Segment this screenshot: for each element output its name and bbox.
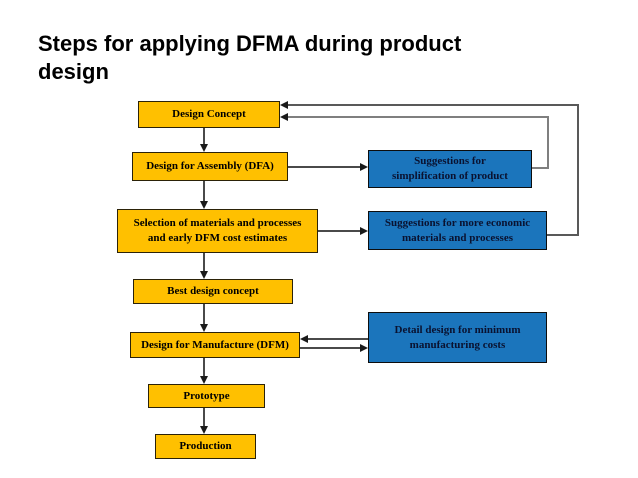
flow-box-production: Production: [155, 434, 256, 459]
side-box-detail-design-label: Detail design for minimum manufacturing …: [394, 323, 521, 351]
page-title: Steps for applying DFMA during product d…: [38, 31, 462, 84]
connector-selection-to-best-design: [203, 253, 205, 271]
connector-dfa-to-suggestions-simplification: [288, 166, 360, 168]
arrowhead-down-icon: [200, 376, 208, 384]
connector-selection-to-suggestions-economic: [318, 230, 360, 232]
arrowhead-down-icon: [200, 426, 208, 434]
arrowhead-down-icon: [200, 201, 208, 209]
flow-box-best-design-label: Best design concept: [167, 285, 259, 298]
arrowhead-down-icon: [200, 144, 208, 152]
connector-dfa-to-selection: [203, 181, 205, 201]
connector-design-concept-to-dfa: [203, 128, 205, 145]
side-box-detail-design: Detail design for minimum manufacturing …: [368, 312, 547, 363]
flow-box-prototype-label: Prototype: [183, 389, 230, 402]
arrowhead-left-icon: [280, 101, 288, 109]
flow-box-selection-label: Selection of materials and processes and…: [133, 217, 302, 244]
feedback-loop-inner-segment: [547, 116, 549, 169]
side-box-suggestions-economic: Suggestions for more economic materials …: [368, 211, 547, 250]
feedback-loop-outer-segment: [577, 104, 579, 236]
connector-dfm-to-prototype: [203, 358, 205, 376]
side-box-suggestions-simplification: Suggestions for simplification of produc…: [368, 150, 532, 188]
arrowhead-right-icon: [360, 344, 368, 352]
connector-detail-design-to-dfm: [308, 338, 368, 340]
flow-box-prototype: Prototype: [148, 384, 265, 408]
flow-box-dfa-label: Design for Assembly (DFA): [146, 160, 274, 173]
flow-box-selection: Selection of materials and processes and…: [117, 209, 318, 253]
side-box-suggestions-economic-label: Suggestions for more economic materials …: [384, 216, 531, 244]
connector-prototype-to-production: [203, 408, 205, 426]
connector-best-design-to-dfm: [203, 304, 205, 324]
feedback-loop-inner-segment: [288, 116, 549, 118]
flow-box-best-design: Best design concept: [133, 279, 293, 304]
flow-box-design-concept: Design Concept: [138, 101, 280, 128]
feedback-loop-outer-segment: [547, 234, 579, 236]
feedback-loop-inner-segment: [532, 167, 549, 169]
arrowhead-left-icon: [280, 113, 288, 121]
arrowhead-left-icon: [300, 335, 308, 343]
flow-box-dfm-label: Design for Manufacture (DFM): [141, 338, 289, 351]
connector-dfm-to-detail-design: [300, 347, 360, 349]
arrowhead-down-icon: [200, 324, 208, 332]
side-box-suggestions-simplification-label: Suggestions for simplification of produc…: [392, 155, 508, 182]
arrowhead-right-icon: [360, 227, 368, 235]
flow-box-dfa: Design for Assembly (DFA): [132, 152, 288, 181]
feedback-loop-outer-segment: [288, 104, 579, 106]
flow-box-design-concept-label: Design Concept: [172, 108, 246, 121]
arrowhead-right-icon: [360, 163, 368, 171]
flow-box-dfm: Design for Manufacture (DFM): [130, 332, 300, 358]
flow-box-production-label: Production: [179, 440, 232, 453]
arrowhead-down-icon: [200, 271, 208, 279]
